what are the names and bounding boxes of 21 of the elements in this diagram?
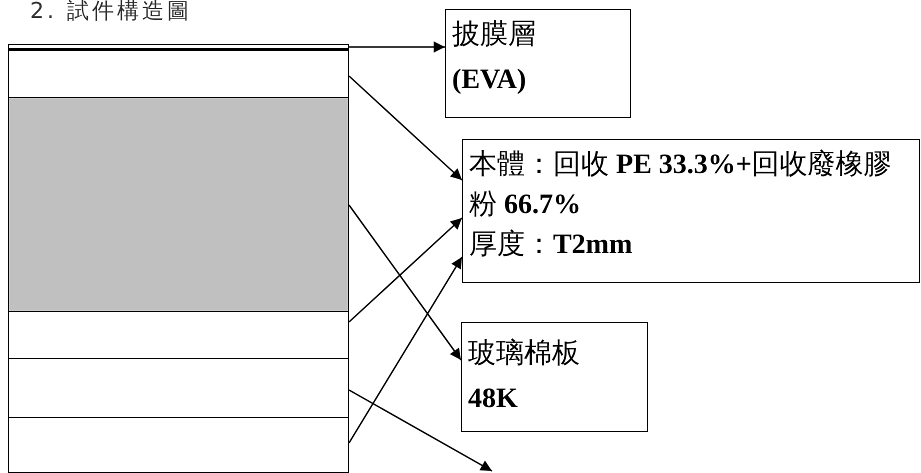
label-text: 本體：回收 PE 33.3%+回收廢橡膠粉 66.7% — [469, 148, 893, 222]
layer-bar — [8, 311, 349, 359]
label-text: 厚度：T2mm — [469, 228, 634, 262]
arrow — [348, 256, 463, 444]
label-text: 48K — [468, 382, 519, 416]
title: 2. 試件構造圖 — [30, 0, 192, 26]
label-box — [445, 9, 631, 118]
arrow — [349, 41, 445, 53]
label-box — [462, 139, 920, 283]
arrow — [348, 389, 492, 472]
layer-bar — [8, 50, 349, 98]
arrow — [348, 217, 462, 323]
arrow — [348, 75, 462, 181]
layer-bar — [8, 417, 349, 473]
layer-bar — [8, 97, 349, 312]
layer-bar — [8, 358, 349, 418]
label-text: 玻璃棉板 — [468, 337, 581, 371]
label-text: 披膜層 — [452, 18, 537, 52]
arrow — [348, 204, 462, 360]
label-text: (EVA) — [452, 63, 528, 97]
label-box — [461, 322, 648, 432]
